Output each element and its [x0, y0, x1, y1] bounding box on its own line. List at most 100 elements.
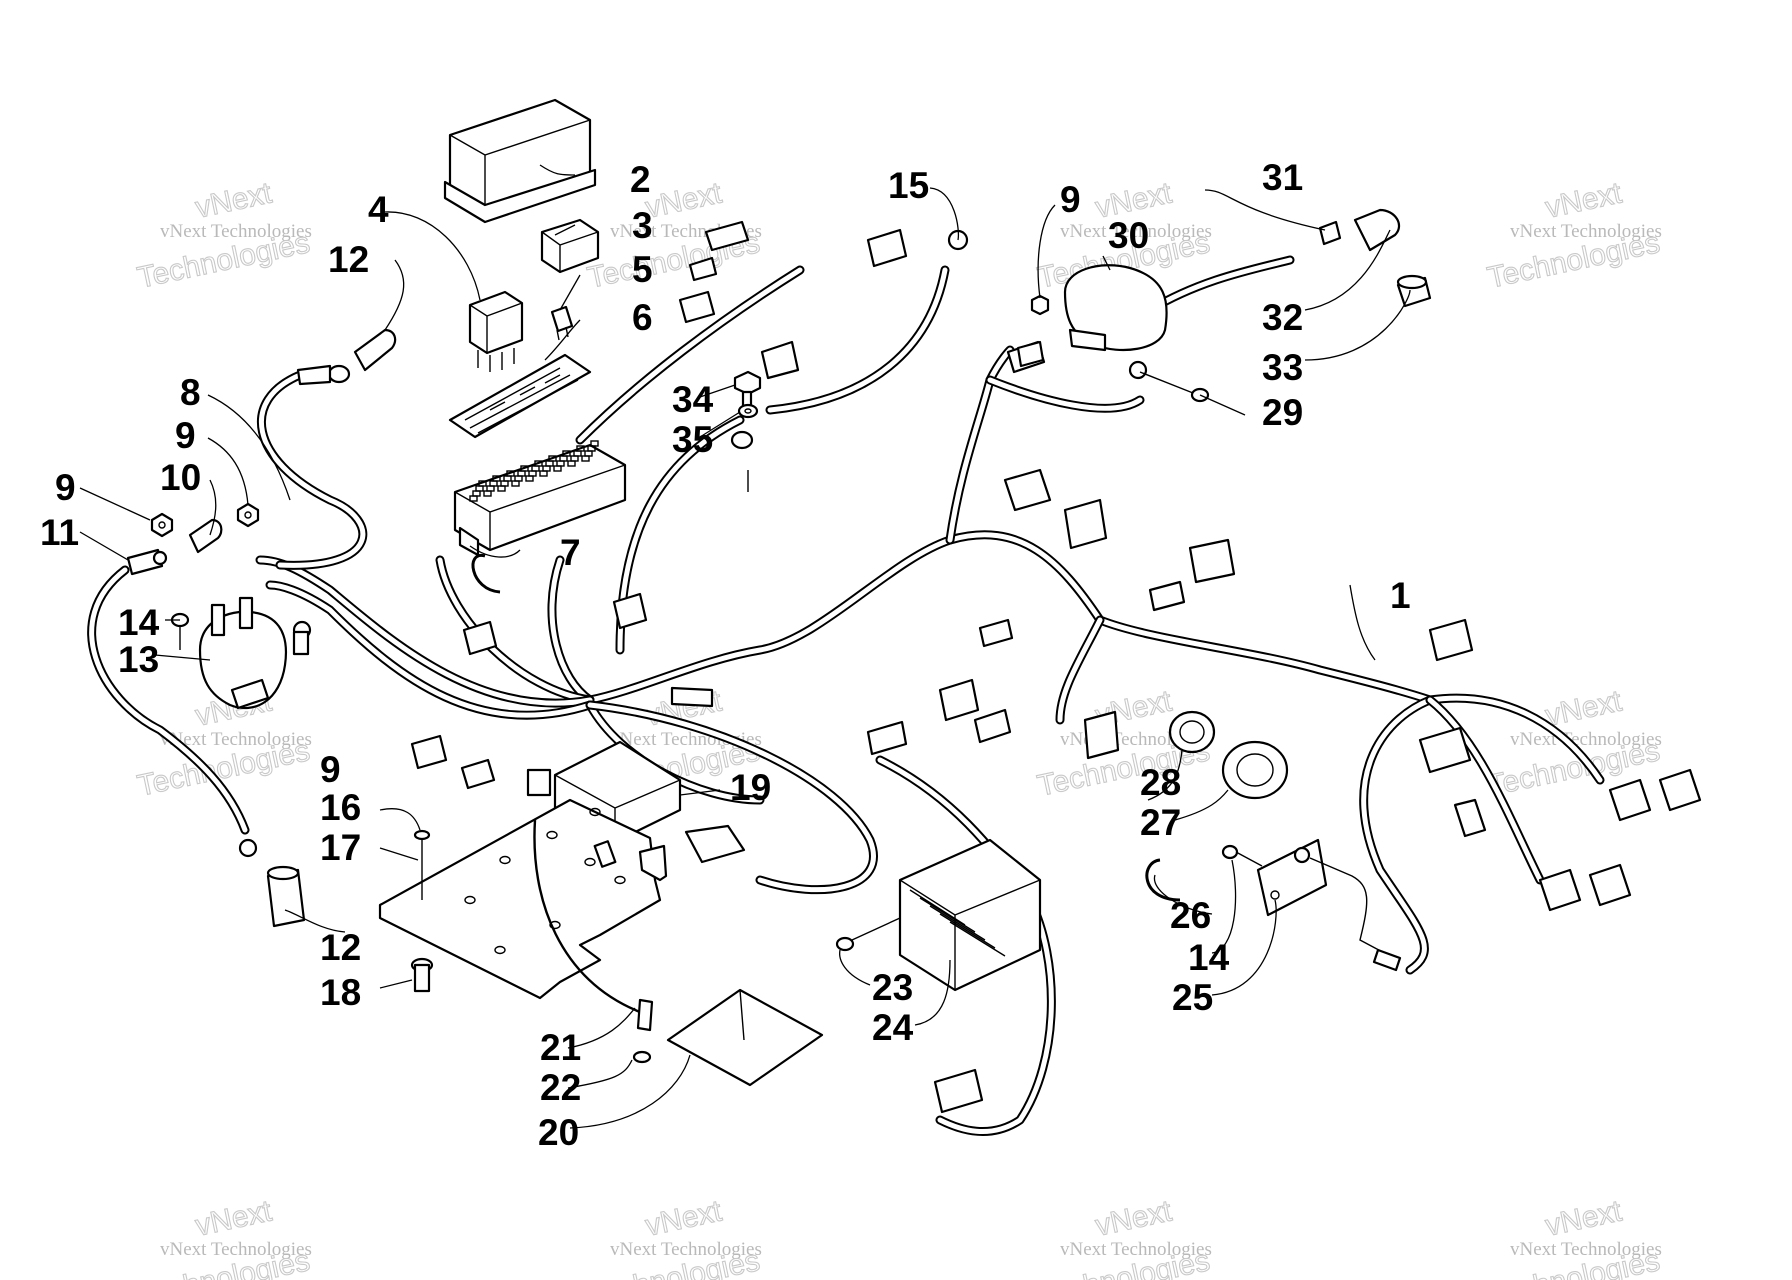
cap-33 [1396, 274, 1432, 308]
nut-solenoid [236, 502, 260, 528]
plate-hole [499, 855, 511, 865]
cable-boot [188, 518, 223, 554]
callout-12: 12 [328, 239, 369, 280]
callout-9: 9 [175, 415, 196, 456]
callout-9: 9 [1060, 179, 1081, 220]
callout-4: 4 [368, 189, 389, 230]
callout-5: 5 [632, 249, 653, 290]
plate-hole [614, 875, 626, 885]
decal-20 [666, 988, 824, 1087]
callout-12: 12 [320, 927, 361, 968]
callout-16: 16 [320, 787, 361, 828]
plate-hole [546, 830, 558, 840]
watermark-line2: vNext Technologies [160, 1239, 312, 1260]
callout-14: 14 [1188, 937, 1230, 978]
screw-23 [835, 917, 901, 952]
callout-25: 25 [1172, 977, 1213, 1018]
callout-6: 6 [632, 297, 653, 338]
watermark-line2: vNext Technologies [1510, 729, 1662, 750]
callout-21: 21 [540, 1027, 581, 1068]
fuse-box-cover [443, 98, 597, 224]
watermark-line2: vNext Technologies [1060, 1239, 1212, 1260]
callout-10: 10 [160, 457, 201, 498]
fuse-slot [506, 470, 515, 477]
relay [468, 290, 524, 372]
bolt-34 [733, 370, 762, 408]
callout-14: 14 [118, 602, 160, 643]
terminal-eye-left [126, 548, 168, 576]
plate-hole [589, 807, 601, 817]
callout-26: 26 [1170, 895, 1211, 936]
callout-19: 19 [730, 767, 771, 808]
watermark-line1: vNext [643, 1194, 726, 1242]
watermark-line2: vNext Technologies [160, 729, 312, 750]
blade-fuse [550, 305, 574, 341]
plate-hole [584, 857, 596, 867]
plate-hole [549, 920, 561, 930]
callout-labels: 1234567899991011121213141415161718192021… [40, 157, 1411, 1153]
screw-16 [413, 829, 431, 862]
fuse-slot [562, 450, 571, 457]
watermark-line2: vNext Technologies [1060, 221, 1212, 242]
callout-18: 18 [320, 972, 361, 1013]
upper-connectors [678, 220, 969, 380]
starter-solenoid [198, 596, 312, 710]
watermark-line1: vNext [643, 176, 726, 224]
spacer-18 [410, 957, 434, 993]
callout-27: 27 [1140, 802, 1181, 843]
watermark-line1: vNext [193, 1194, 276, 1242]
callout-20: 20 [538, 1112, 579, 1153]
fuse-slot [548, 455, 557, 462]
callout-8: 8 [180, 372, 201, 413]
callout-9: 9 [320, 749, 341, 790]
watermark-line2: vNext Technologies [610, 1239, 762, 1260]
nut-left [150, 512, 174, 538]
callout-17: 17 [320, 827, 361, 868]
bezel-28 [1168, 710, 1216, 754]
callout-28: 28 [1140, 762, 1181, 803]
fuse-slot [534, 460, 543, 467]
plate-hole [494, 945, 506, 955]
callout-13: 13 [118, 639, 159, 680]
fuse-slot [478, 480, 487, 487]
callout-22: 22 [540, 1067, 581, 1108]
callout-24: 24 [872, 1007, 914, 1048]
callout-3: 3 [632, 205, 653, 246]
watermark-line2: vNext Technologies [1510, 221, 1662, 242]
main-harness [87, 255, 1605, 1137]
callout-33: 33 [1262, 347, 1303, 388]
center-connectors [410, 592, 714, 797]
switch-bracket [1256, 838, 1402, 972]
voltage-regulator [898, 838, 1042, 992]
spark-plug-boot-32 [1353, 208, 1401, 252]
watermark-line1: vNext [193, 176, 276, 224]
watermark-line1: vNext [1093, 1194, 1176, 1242]
watermark-line2: vNext Technologies [160, 221, 312, 242]
right-connectors [938, 340, 1702, 912]
plate-hole [464, 895, 476, 905]
callout-34: 34 [672, 379, 714, 420]
leader-lines [79, 164, 1411, 1129]
fuse-label-decal [448, 353, 592, 439]
callout-15: 15 [888, 165, 929, 206]
ground-eye [730, 430, 754, 492]
callout-7: 7 [560, 532, 581, 573]
watermark-line1: vNext [1543, 1194, 1626, 1242]
ground-wire-21 [533, 819, 654, 1064]
washer-35 [737, 403, 759, 419]
ignition-coil [1063, 264, 1168, 380]
mini-relay [540, 218, 600, 274]
callout-35: 35 [672, 419, 713, 460]
mounting-plate [378, 798, 746, 1000]
callout-31: 31 [1262, 157, 1303, 198]
callout-9: 9 [55, 467, 76, 508]
callout-29: 29 [1262, 392, 1303, 433]
